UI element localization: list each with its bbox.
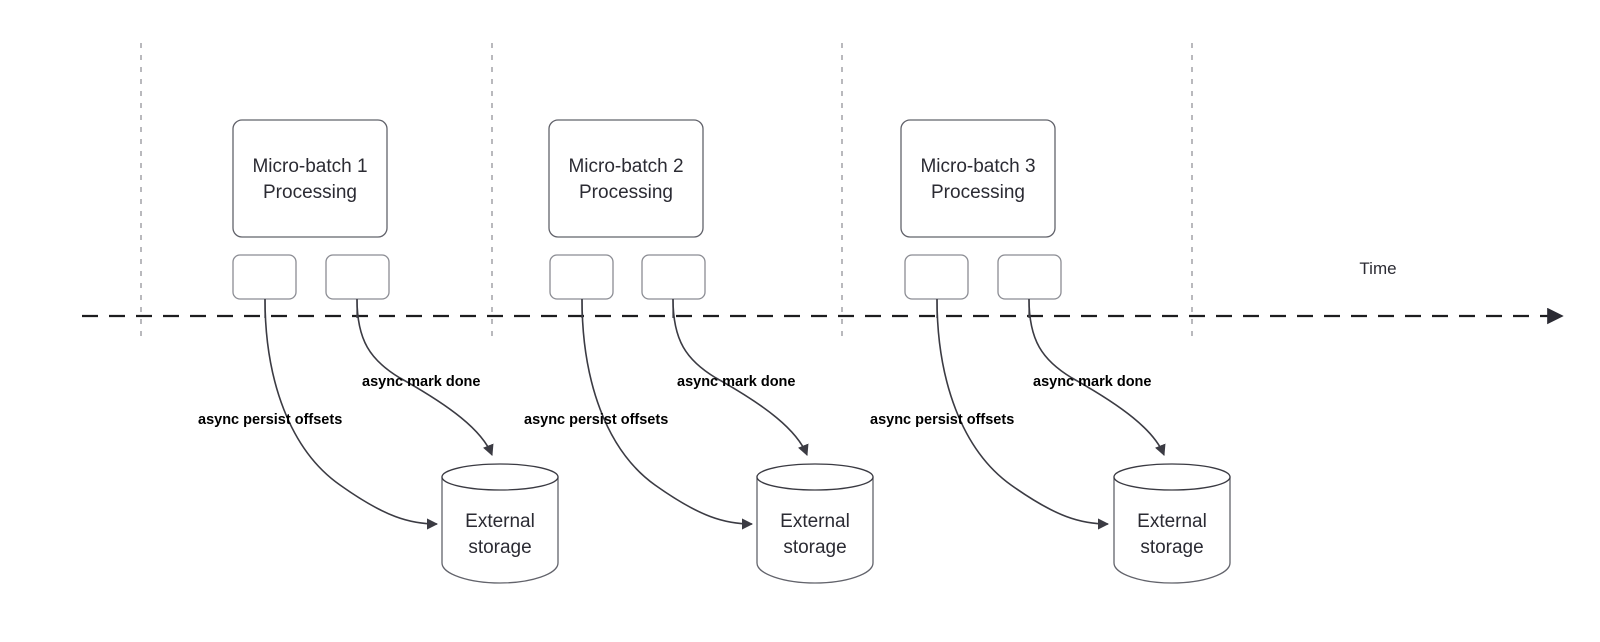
external-storage-cylinder-3[interactable]: External storage <box>1113 463 1231 584</box>
microbatch-box-2[interactable] <box>548 119 704 238</box>
flow-persist-offsets-3 <box>936 298 1110 530</box>
flow-mark-done-2 <box>672 298 809 457</box>
cylinder-label-3-line2: storage <box>1140 537 1203 558</box>
group-3: Micro-batch 3 Processing async persist o… <box>870 119 1231 584</box>
cylinder-label-2-line2: storage <box>783 537 846 558</box>
cylinder-body-2 <box>756 476 874 584</box>
cylinder-label-2-line1: External <box>780 511 850 532</box>
flow-persist-offsets-2-label: async persist offsets <box>524 412 668 428</box>
group-1: Micro-batch 1 Processing async persist o… <box>198 119 559 584</box>
microbatch-box-1-line2: Processing <box>263 182 357 203</box>
flow-persist-offsets-1-label: async persist offsets <box>198 412 342 428</box>
group-2: Micro-batch 2 Processing async persist o… <box>524 119 874 584</box>
flow-persist-offsets-3-label: async persist offsets <box>870 412 1014 428</box>
task-box-1b[interactable] <box>325 254 390 300</box>
cylinder-label-1-line2: storage <box>468 537 531 558</box>
task-box-3a[interactable] <box>904 254 969 300</box>
microbatch-box-3-line1: Micro-batch 3 <box>920 156 1035 177</box>
cylinder-label-1-line1: External <box>465 511 535 532</box>
cylinder-label-3-line1: External <box>1137 511 1207 532</box>
flow-mark-done-3 <box>1028 298 1166 457</box>
cylinder-top-3 <box>1113 463 1231 491</box>
flow-mark-done-3-label: async mark done <box>1033 374 1151 390</box>
external-storage-cylinder-2[interactable]: External storage <box>756 463 874 584</box>
microbatch-box-1-line1: Micro-batch 1 <box>252 156 367 177</box>
tick-lines-group <box>140 43 1193 341</box>
cylinder-body-3 <box>1113 476 1231 584</box>
cylinder-top-2 <box>756 463 874 491</box>
microbatch-box-3-line2: Processing <box>931 182 1025 203</box>
flow-mark-done-1-label: async mark done <box>362 374 480 390</box>
external-storage-cylinder-1[interactable]: External storage <box>441 463 559 584</box>
microbatch-box-3[interactable] <box>900 119 1056 238</box>
timeline-axis: Time <box>82 259 1564 325</box>
flow-mark-done-1 <box>356 298 494 457</box>
flow-mark-done-2-label: async mark done <box>677 374 795 390</box>
time-axis-label: Time <box>1359 259 1396 278</box>
cylinder-top-1 <box>441 463 559 491</box>
task-box-3b[interactable] <box>997 254 1062 300</box>
task-box-2a[interactable] <box>549 254 614 300</box>
cylinder-body-1 <box>441 476 559 584</box>
microbatch-box-2-line1: Micro-batch 2 <box>568 156 683 177</box>
task-box-2b[interactable] <box>641 254 706 300</box>
microbatch-box-1[interactable] <box>232 119 388 238</box>
flow-persist-offsets-2 <box>581 298 754 530</box>
task-box-1a[interactable] <box>232 254 297 300</box>
microbatch-box-2-line2: Processing <box>579 182 673 203</box>
flow-persist-offsets-1 <box>264 298 439 530</box>
